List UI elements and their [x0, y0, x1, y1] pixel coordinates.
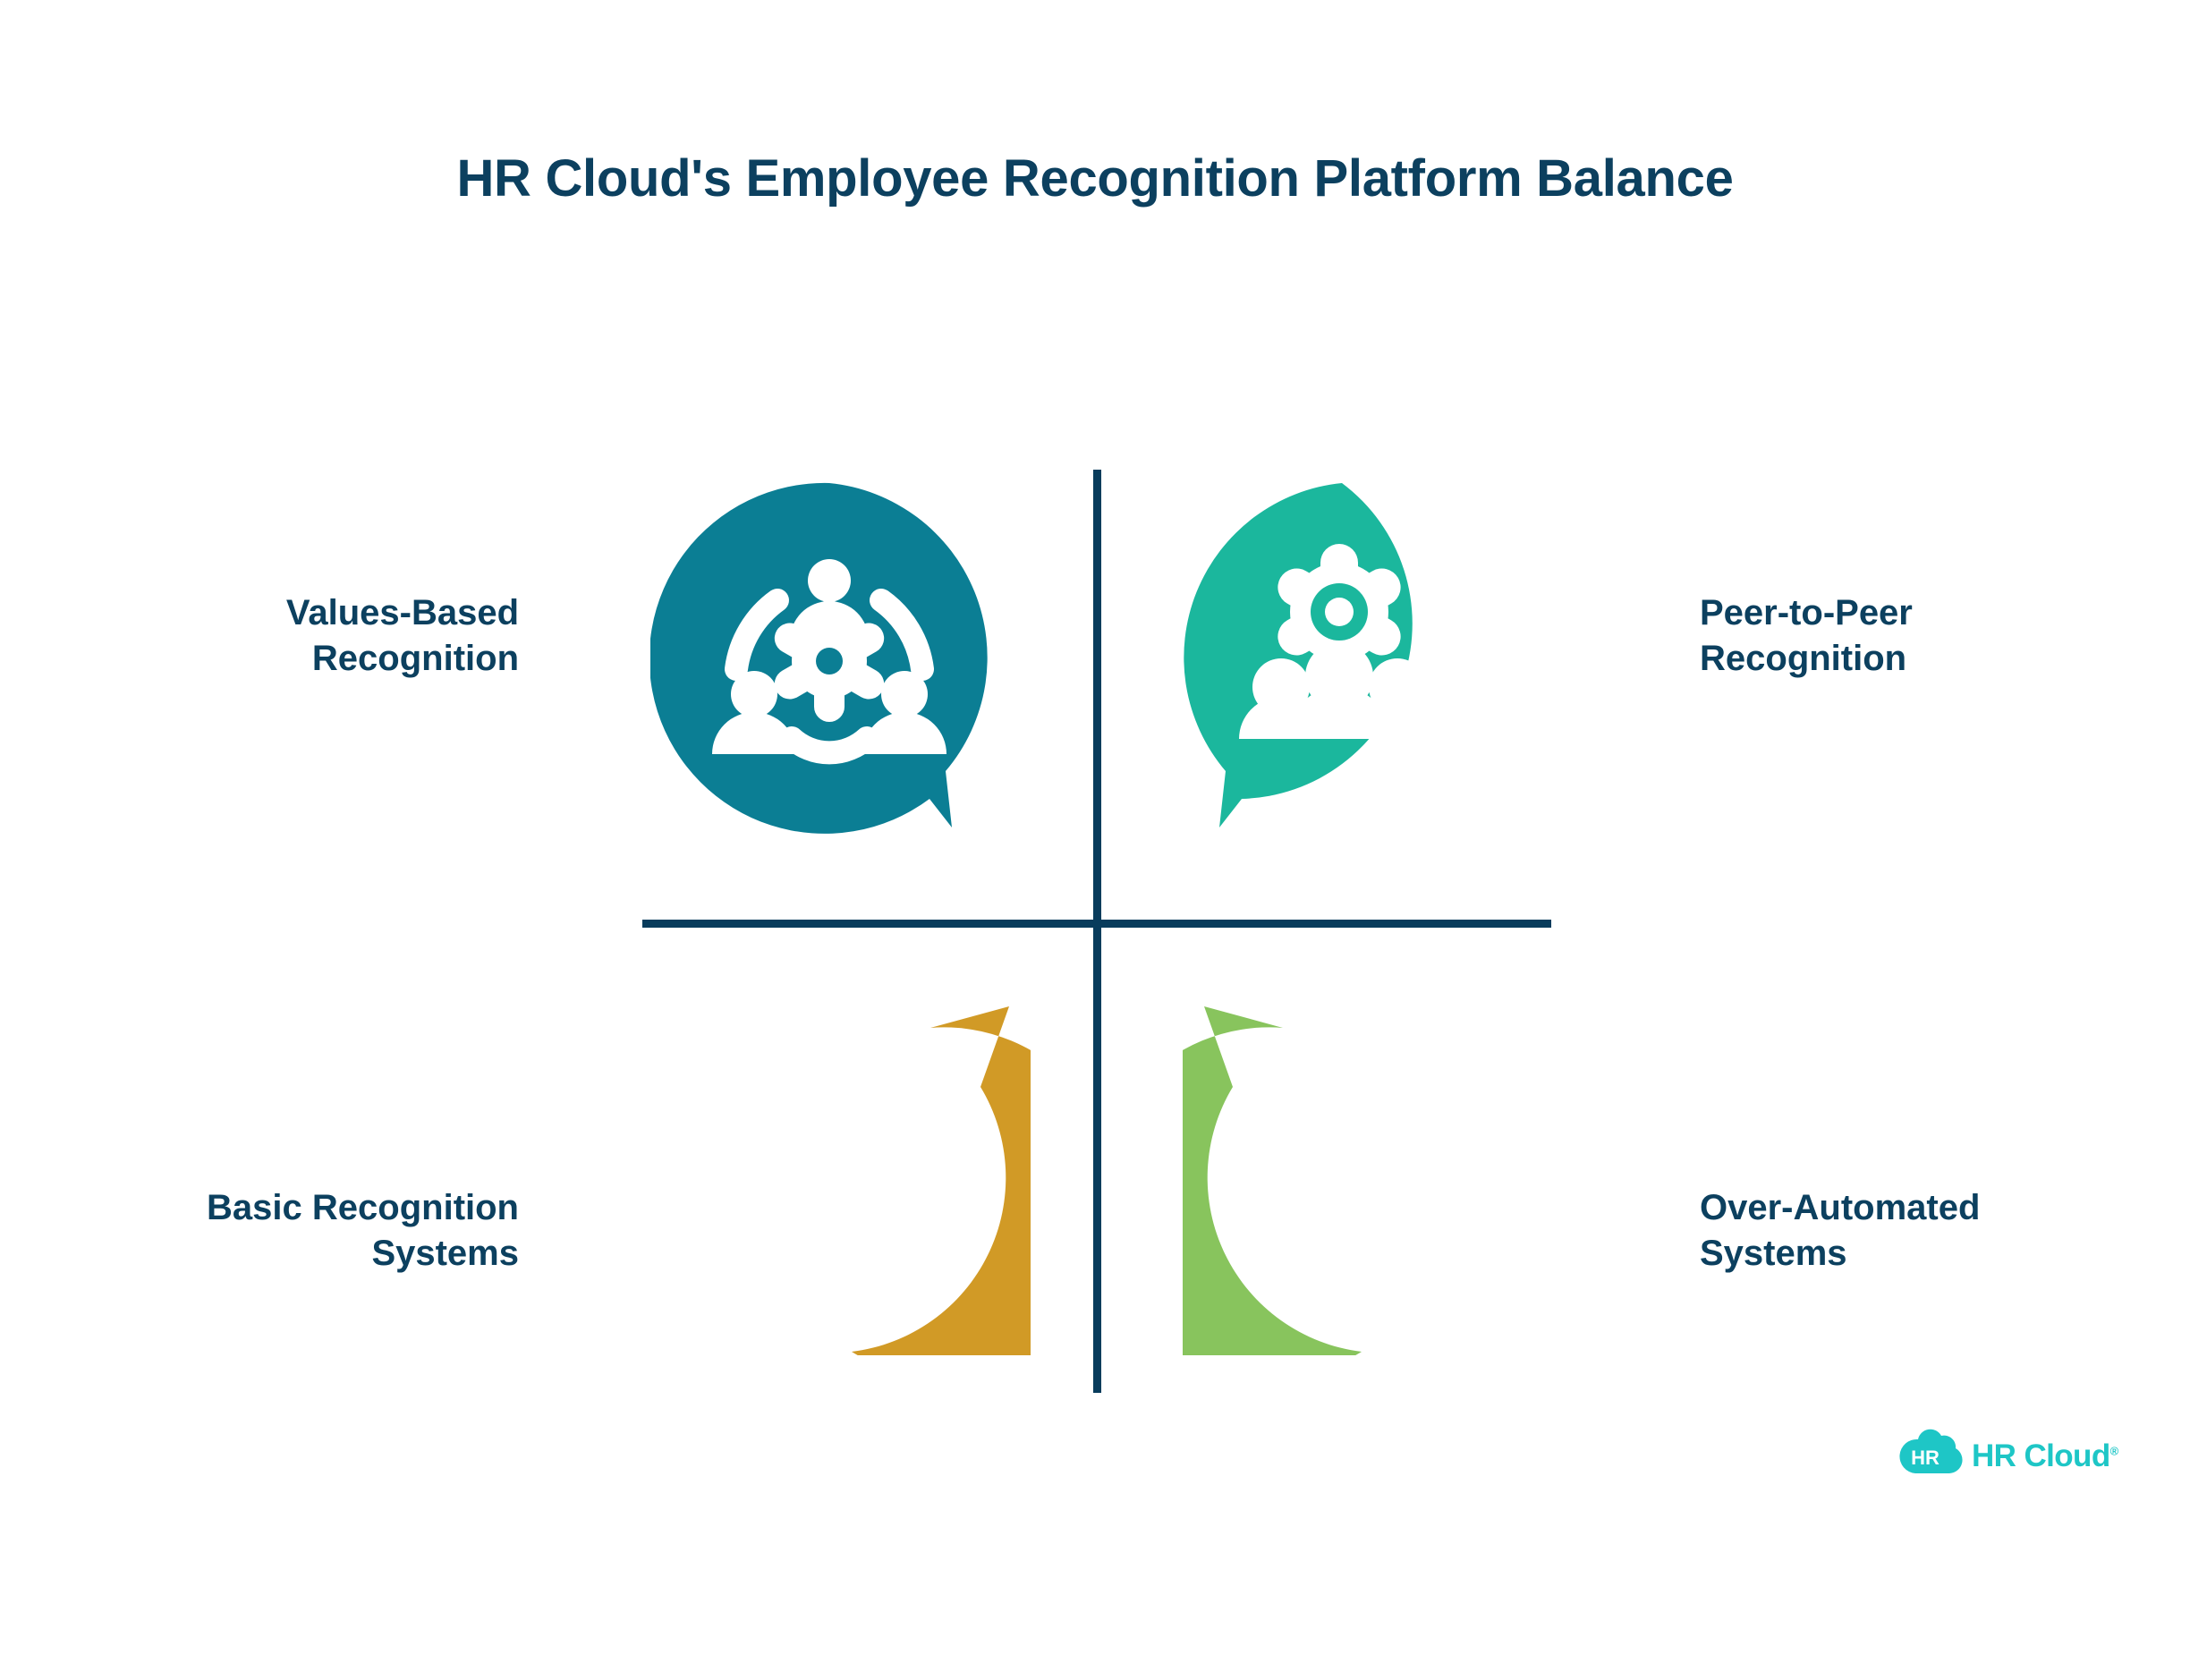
quadrant-label-top-left: Values-Based Recognition — [161, 590, 519, 682]
quadrant-label-bottom-right: Over-Automated Systems — [1700, 1185, 2111, 1277]
vertical-axis-line — [1093, 470, 1101, 1393]
quadrant-label-line1: Peer-to-Peer — [1700, 593, 1913, 632]
quadrant-bubble-bottom-right[interactable] — [1183, 997, 1541, 1355]
wordmark-text: HR Cloud — [1972, 1438, 2110, 1473]
quadrant-label-top-right: Peer-to-Peer Recognition — [1700, 590, 2093, 682]
quadrant-label-line2: Systems — [1700, 1234, 1847, 1274]
quadrant-label-line1: Over-Automated — [1700, 1188, 1981, 1227]
hr-cloud-logo: HR HR Cloud® — [1898, 1424, 2118, 1489]
gear-over-group-icon — [1184, 483, 1439, 827]
quadrant-label-bottom-left: Basic Recognition Systems — [134, 1185, 519, 1277]
quadrant-label-line2: Systems — [371, 1234, 519, 1274]
cloud-icon-hr-text: HR — [1911, 1447, 1940, 1469]
quadrant-label-line2: Recognition — [1700, 639, 1907, 679]
cloud-icon: HR — [1899, 1429, 1963, 1473]
people-around-gear-icon — [650, 482, 988, 834]
person-with-trophy-icon — [726, 1006, 1031, 1355]
page-title: HR Cloud's Employee Recognition Platform… — [456, 149, 1734, 208]
quadrant-label-line1: Values-Based — [285, 593, 519, 632]
quadrant-bubble-top-left[interactable] — [650, 479, 1008, 837]
quadrant-label-line2: Recognition — [311, 639, 519, 679]
quadrant-bubble-bottom-left[interactable] — [673, 997, 1031, 1355]
quadrant-bubble-top-right[interactable] — [1163, 479, 1521, 837]
registered-trademark: ® — [2109, 1444, 2119, 1458]
quadrant-label-line1: Basic Recognition — [207, 1188, 519, 1227]
checkmark-chat-two-people-icon — [1183, 1006, 1462, 1355]
hr-cloud-wordmark: HR Cloud® — [1972, 1438, 2118, 1474]
horizontal-axis-line — [642, 920, 1551, 928]
